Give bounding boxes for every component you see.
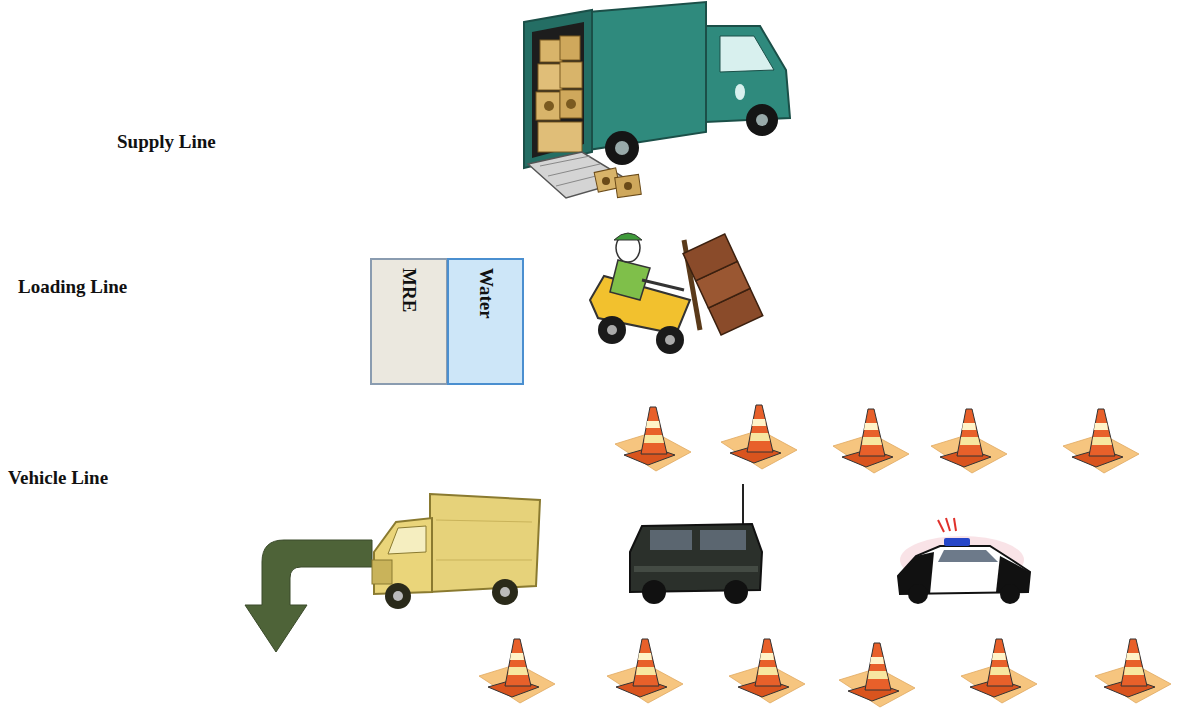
- supply-vehicle-part: [492, 579, 518, 605]
- supply-vehicle-part: [436, 560, 532, 561]
- supply-truck-part: [615, 141, 629, 155]
- military-vehicle-part: [724, 580, 748, 604]
- traffic-cones-part: [479, 639, 555, 703]
- supply-vehicle-part: [372, 560, 392, 584]
- police-car-part: [946, 518, 950, 531]
- military-vehicle-part: [742, 484, 744, 526]
- forklift: [590, 233, 763, 354]
- traffic-cones-part: [931, 409, 1007, 473]
- traffic-cones-part: [839, 643, 915, 707]
- traffic-cones-part: [1063, 409, 1139, 473]
- supply-truck-part: [528, 152, 628, 198]
- supply-truck-part: [544, 101, 554, 111]
- military-vehicle: [630, 484, 762, 604]
- supply-bin: Water: [447, 258, 524, 385]
- supply-truck-part: [536, 92, 560, 120]
- supply-truck-part: [746, 104, 778, 136]
- bin-label: Water: [475, 268, 496, 319]
- turn-arrow: [245, 540, 372, 652]
- traffic-cones-part: [721, 405, 797, 469]
- supply-vehicle-part: [430, 494, 540, 592]
- supply-truck-part: [615, 174, 642, 197]
- traffic-cones-part: [833, 409, 909, 473]
- supply-bin: MRE: [370, 258, 448, 385]
- supply-truck-part: [540, 156, 590, 166]
- forklift-part: [614, 233, 642, 240]
- supply-truck-part: [560, 90, 582, 118]
- forklift-part: [656, 326, 684, 354]
- bin-label: MRE: [399, 268, 420, 312]
- forklift-part: [642, 280, 684, 290]
- supply-vehicle-part: [393, 591, 403, 601]
- supply-truck-part: [706, 26, 790, 122]
- police-car-part: [938, 550, 998, 562]
- supply-truck-part: [560, 36, 580, 60]
- traffic-cones-part: [961, 639, 1037, 703]
- supply-truck-part: [566, 99, 576, 109]
- supply-vehicle-part: [388, 526, 426, 554]
- row-label: Supply Line: [117, 131, 216, 153]
- supply-truck-part: [602, 177, 610, 185]
- forklift-part: [683, 234, 763, 335]
- forklift-part-part: [683, 234, 737, 281]
- supply-truck-part: [524, 10, 592, 168]
- supply-truck-part: [624, 182, 632, 190]
- supply-vehicle-part: [500, 587, 510, 597]
- traffic-cones-part: [607, 639, 683, 703]
- police-car-part: [944, 538, 970, 546]
- supply-truck-part: [538, 122, 582, 152]
- military-vehicle-part: [700, 530, 746, 550]
- police-car-part: [908, 584, 928, 604]
- police-car-part: [954, 518, 956, 531]
- row-label: Vehicle Line: [8, 467, 108, 489]
- military-vehicle-part: [642, 580, 666, 604]
- supply-truck-part: [605, 131, 639, 165]
- forklift-part: [607, 325, 617, 335]
- supply-truck-part: [735, 84, 745, 100]
- military-vehicle-part: [634, 566, 758, 572]
- row-label: Loading Line: [18, 276, 127, 298]
- supply-truck-part: [548, 164, 600, 176]
- supply-truck-part: [538, 64, 562, 90]
- traffic-cones-part: [615, 407, 691, 471]
- supply-vehicle-part: [385, 583, 411, 609]
- forklift-part: [665, 335, 675, 345]
- forklift-part: [598, 316, 626, 344]
- supply-truck-part: [560, 62, 582, 88]
- traffic-cones-part: [729, 639, 805, 703]
- traffic-cones-part: [1095, 639, 1171, 703]
- supply-truck-part: [588, 2, 706, 150]
- police-car-part: [938, 520, 944, 532]
- supply-truck: [524, 2, 790, 198]
- supply-vehicle-part: [436, 520, 532, 522]
- police-car: [898, 518, 1030, 604]
- supply-truck-part: [756, 114, 768, 126]
- supply-vehicle: [372, 494, 540, 609]
- supply-truck-part: [540, 40, 562, 62]
- supply-truck-part: [720, 36, 774, 72]
- military-vehicle-part: [650, 530, 692, 550]
- police-car-part: [1000, 584, 1020, 604]
- traffic-cones: [479, 405, 1171, 707]
- supply-truck-part: [532, 22, 584, 158]
